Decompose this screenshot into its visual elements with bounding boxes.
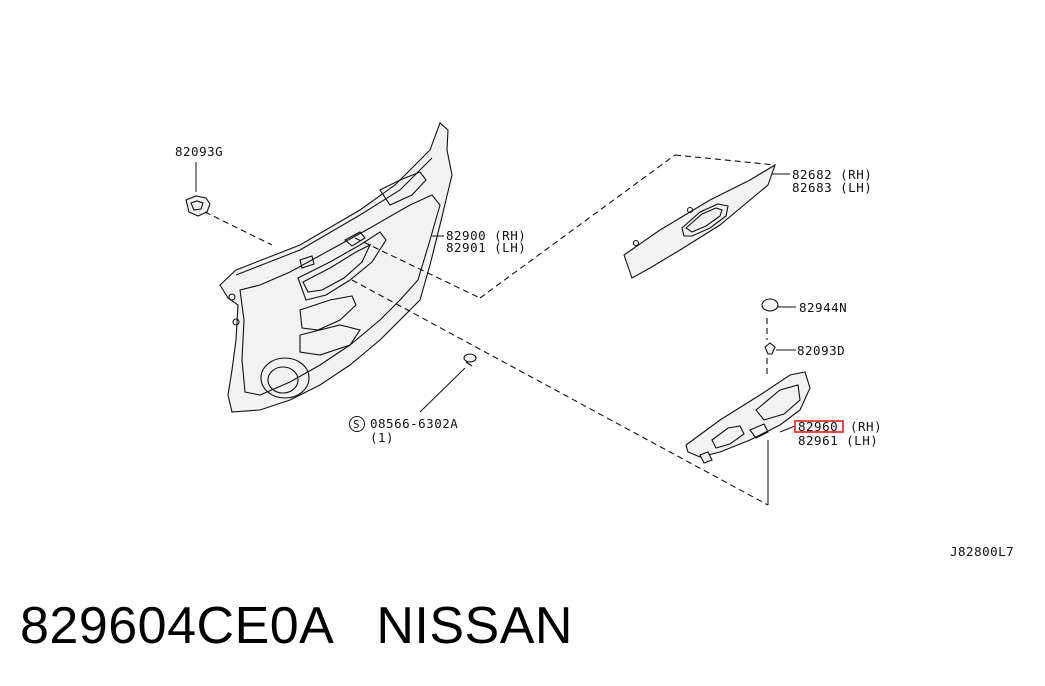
screw-part [419,353,477,413]
dashed-connectors [204,154,776,506]
label-finisher-lh: 82683 (LH) [792,180,872,195]
label-screw-code: 08566-6302A [370,416,458,431]
screw-symbol-circle [349,416,365,432]
label-trim-lh: 82901 (LH) [446,240,526,255]
caption-part-number: 829604CE0A [20,597,332,655]
diagram-code: J82800L7 [950,544,1014,559]
label-switch-base-rh-suffix: (RH) [850,419,882,434]
label-switch-base-number[interactable]: 82960 [798,419,838,434]
cap-part [761,298,796,312]
clip-top-part [185,162,211,217]
label-finisher-rh: 82682 (RH) [792,167,872,182]
switch-base-part [685,371,811,505]
clip-small-part [764,342,796,355]
label-screw-qty: (1) [370,430,394,445]
part-caption: 829604CE0A NISSAN [20,596,573,656]
label-clip-small: 82093D [797,343,845,358]
label-clip-top: 82093G [175,144,223,159]
label-switch-base-lh: 82961 (LH) [798,433,878,448]
door-trim-panel [219,122,453,413]
label-cap: 82944N [799,300,847,315]
caption-brand: NISSAN [376,597,573,655]
label-trim-rh: 82900 (RH) [446,228,526,243]
screw-symbol: S [353,418,360,431]
highlight-box[interactable] [794,420,844,433]
finisher-part [623,163,790,279]
